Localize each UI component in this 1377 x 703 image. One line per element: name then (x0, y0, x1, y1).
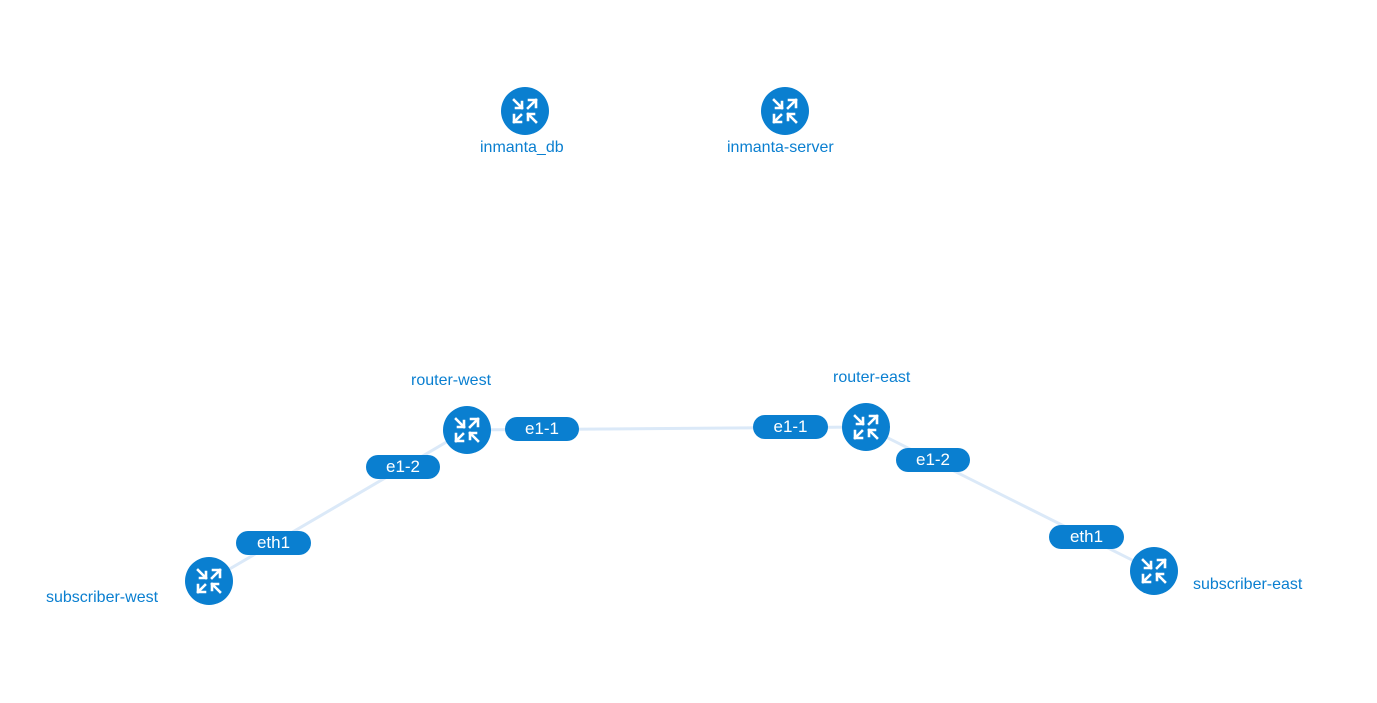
router-arrows-icon (1141, 558, 1167, 584)
port-router-east-e1-2[interactable]: e1-2 (896, 448, 970, 472)
link-router-west-subscriber-west[interactable] (208, 428, 468, 583)
router-arrows-icon (772, 98, 798, 124)
port-subscriber-east-eth1[interactable]: eth1 (1049, 525, 1124, 549)
router-arrows-icon (853, 414, 879, 440)
node-router-east[interactable] (842, 403, 890, 451)
router-arrows-icon (196, 568, 222, 594)
node-label-router-west: router-west (411, 372, 492, 389)
node-router-west[interactable] (443, 406, 491, 454)
node-inmanta-server[interactable] (761, 87, 809, 135)
node-label-inmanta-server: inmanta-server (727, 139, 834, 156)
node-label-subscriber-east: subscriber-east (1193, 576, 1303, 593)
port-subscriber-west-eth1[interactable]: eth1 (236, 531, 311, 555)
node-label-subscriber-west: subscriber-west (46, 589, 159, 606)
node-inmanta-db[interactable] (501, 87, 549, 135)
port-router-east-e1-1[interactable]: e1-1 (753, 415, 828, 439)
node-label-inmanta-db: inmanta_db (480, 139, 564, 156)
router-arrows-icon (512, 98, 538, 124)
node-subscriber-east[interactable] (1130, 547, 1178, 595)
router-arrows-icon (454, 417, 480, 443)
port-router-west-e1-2[interactable]: e1-2 (366, 455, 440, 479)
port-router-west-e1-1[interactable]: e1-1 (505, 417, 579, 441)
node-subscriber-west[interactable] (185, 557, 233, 605)
node-label-router-east: router-east (833, 369, 911, 386)
